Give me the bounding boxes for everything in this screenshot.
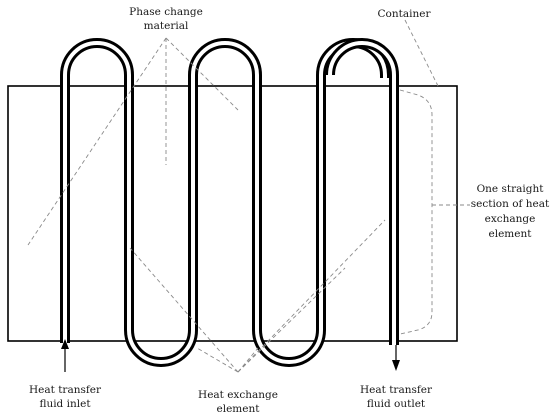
- label-straight-3: exchange: [485, 213, 536, 225]
- tube-outline: [60, 38, 390, 367]
- label-outlet-1: Heat transfer: [360, 384, 433, 396]
- inlet-arrow: [61, 339, 69, 372]
- label-hx-1: Heat exchange: [198, 389, 278, 401]
- label-straight-1: One straight: [477, 183, 545, 195]
- label-hx-2: element: [217, 403, 261, 415]
- label-straight-4: element: [489, 228, 533, 240]
- label-inlet-1: Heat transfer: [29, 384, 102, 396]
- label-inlet-2: fluid inlet: [39, 398, 91, 410]
- heat-exchange-tube: [65, 43, 398, 362]
- leader-lines: [27, 19, 470, 373]
- label-container: Container: [378, 8, 432, 20]
- tube-last-run-inner: [328, 41, 396, 350]
- label-phase-change-1: Phase change: [129, 6, 203, 18]
- tube-last-run: [325, 38, 399, 345]
- tube-outline-inner: [63, 41, 387, 364]
- outlet-arrow: [392, 345, 400, 371]
- label-outlet-2: fluid outlet: [367, 398, 426, 410]
- label-phase-change-2: material: [144, 20, 189, 32]
- container-box: [7, 85, 458, 342]
- label-straight-2: section of heat: [471, 198, 550, 210]
